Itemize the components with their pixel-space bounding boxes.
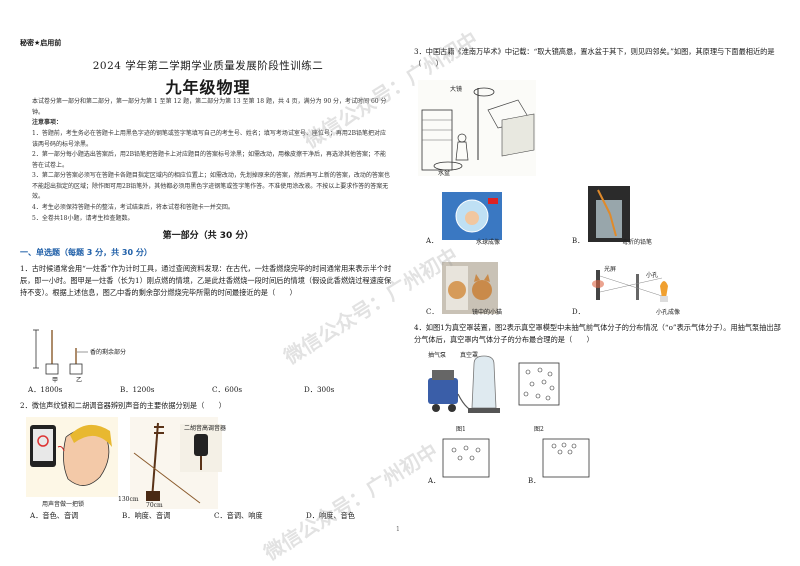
q1-incense-figure xyxy=(30,326,120,382)
q2-caption-130: 130cm xyxy=(118,496,139,503)
notice-2: 2．第一部分每小题选出答案后，用2B铅笔把答题卡上对应题目的答案标号涂黑；如需改… xyxy=(32,151,387,169)
secret-label: 秘密★启用前 xyxy=(20,39,62,47)
part1-title: 第一部分（共 30 分） xyxy=(162,231,254,241)
q3-option-c-caption: 镜中的小猫 xyxy=(472,309,503,316)
q4-option-a[interactable]: A． xyxy=(428,477,441,485)
q1-fig-label-remaining: 香的剩余部分 xyxy=(90,349,127,356)
q2-caption-tuner: 二胡音高调音器 xyxy=(184,425,227,432)
q3-option-a[interactable]: A． xyxy=(426,237,439,245)
q3-option-d[interactable]: D． xyxy=(572,308,585,316)
q3-option-a-image xyxy=(442,192,502,240)
notice-3: 3．第二部分答案必须写在答题卡各题目指定区域内的相应位置上；如需改动，先划掉原来… xyxy=(32,172,390,200)
q4-label-cover: 真空罩 xyxy=(460,352,479,359)
q4-option-b[interactable]: B． xyxy=(528,477,541,485)
q1-option-b[interactable]: B．1200s xyxy=(120,385,155,394)
q3-label-basin: 水盆 xyxy=(438,170,451,177)
notice-title: 注意事项： xyxy=(32,119,63,126)
left-column: 秘密★启用前 2024 学年第二学期学业质量发展阶段性训练二 九年级物理 本试卷… xyxy=(18,0,398,566)
q3-ancient-mirror-image xyxy=(418,80,536,176)
q2-text: 2．微信声纹锁和二胡调音器辨别声音的主要依据分别是（ ） xyxy=(20,401,226,410)
instructions-intro: 本试卷分第一部分和第二部分，第一部分为第 1 至第 12 题，第二部分为第 13… xyxy=(32,98,387,116)
page-number: 1 xyxy=(396,526,400,533)
q3-option-b-image xyxy=(588,186,630,242)
exam-title: 2024 学年第二学期学业质量发展阶段性训练二 xyxy=(92,60,324,72)
q2-option-d[interactable]: D．响度、音色 xyxy=(306,511,355,520)
right-column: 3．中国古籍《淮南万毕术》中记载：“取大镜高悬，置水盆于其下，则见四邻矣。”如图… xyxy=(412,0,792,566)
q3-option-c-image xyxy=(442,262,498,314)
q4-text: 4．如图1为真空罩装置，图2表示真空罩模型中未抽气前气体分子的分布情况（“o”表… xyxy=(414,323,781,344)
q2-voice-lock-image xyxy=(26,417,118,497)
q2-option-a[interactable]: A．音色、音调 xyxy=(30,511,79,520)
q2-caption-lock: 用声音做一把锁 xyxy=(42,501,85,508)
notice-4: 4．考生必须保持答题卡的整洁，考试结束后，将本试卷和答题卡一并交回。 xyxy=(32,204,234,211)
q1-text: 1．古时候通常会用“一炷香”作为计时工具，通过查阅资料发现：在古代，一炷香燃烧完… xyxy=(20,264,392,297)
q4-fig2-label: 图2 xyxy=(534,426,544,433)
q4-fig2-box xyxy=(518,362,560,406)
mc-section-heading: 一、单选题（每题 3 分，共 30 分） xyxy=(20,248,152,257)
q3-option-d-image xyxy=(588,262,680,306)
q4-fig1-label: 图1 xyxy=(456,426,466,433)
q1-fig-label-jia: 甲 xyxy=(52,377,59,384)
q1-option-c[interactable]: C．600s xyxy=(212,385,243,394)
q1-option-a[interactable]: A．1800s xyxy=(28,385,63,394)
q2-caption-70: 70cm xyxy=(146,502,163,509)
q3-option-a-caption: 水球成像 xyxy=(476,239,501,246)
q1-option-d[interactable]: D．300s xyxy=(304,385,335,394)
q2-options: A．音色、音调 B．响度、音调 C．音调、响度 D．响度、音色 xyxy=(30,511,400,521)
notice-1: 1．答题前，考生务必在答题卡上用黑色字迹的钢笔或签字笔填写自己的考生号、姓名；填… xyxy=(32,130,387,148)
q2-option-b[interactable]: B．响度、音调 xyxy=(122,511,171,520)
q3-option-b-caption: 弯折的铅笔 xyxy=(622,239,653,246)
q4-label-pump: 抽气泵 xyxy=(428,352,447,359)
q3-option-d-label-screen: 光屏 xyxy=(604,266,617,273)
q3-option-b[interactable]: B． xyxy=(572,237,585,245)
q4-vacuum-device-image xyxy=(424,350,508,420)
q4-option-a-box xyxy=(442,438,490,478)
q4-option-b-box xyxy=(542,438,590,478)
q1-fig-label-yi: 乙 xyxy=(76,377,83,384)
q3-option-d-caption: 小孔成像 xyxy=(656,309,681,316)
q1-options: A．1800s B．1200s C．600s D．300s xyxy=(28,385,398,395)
q3-option-d-label-hole: 小孔 xyxy=(646,272,659,279)
q2-tuner-image xyxy=(180,424,222,472)
q3-label-mirror: 大镜 xyxy=(450,86,463,93)
q3-text: 3．中国古籍《淮南万毕术》中记载：“取大镜高悬，置水盆于其下，则见四邻矣。”如图… xyxy=(414,47,775,68)
q2-option-c[interactable]: C．音调、响度 xyxy=(214,511,263,520)
q3-option-c[interactable]: C． xyxy=(426,308,439,316)
subject-title: 九年级物理 xyxy=(165,78,251,97)
notice-5: 5．全卷共18小题，请考生检查题数。 xyxy=(32,215,134,222)
